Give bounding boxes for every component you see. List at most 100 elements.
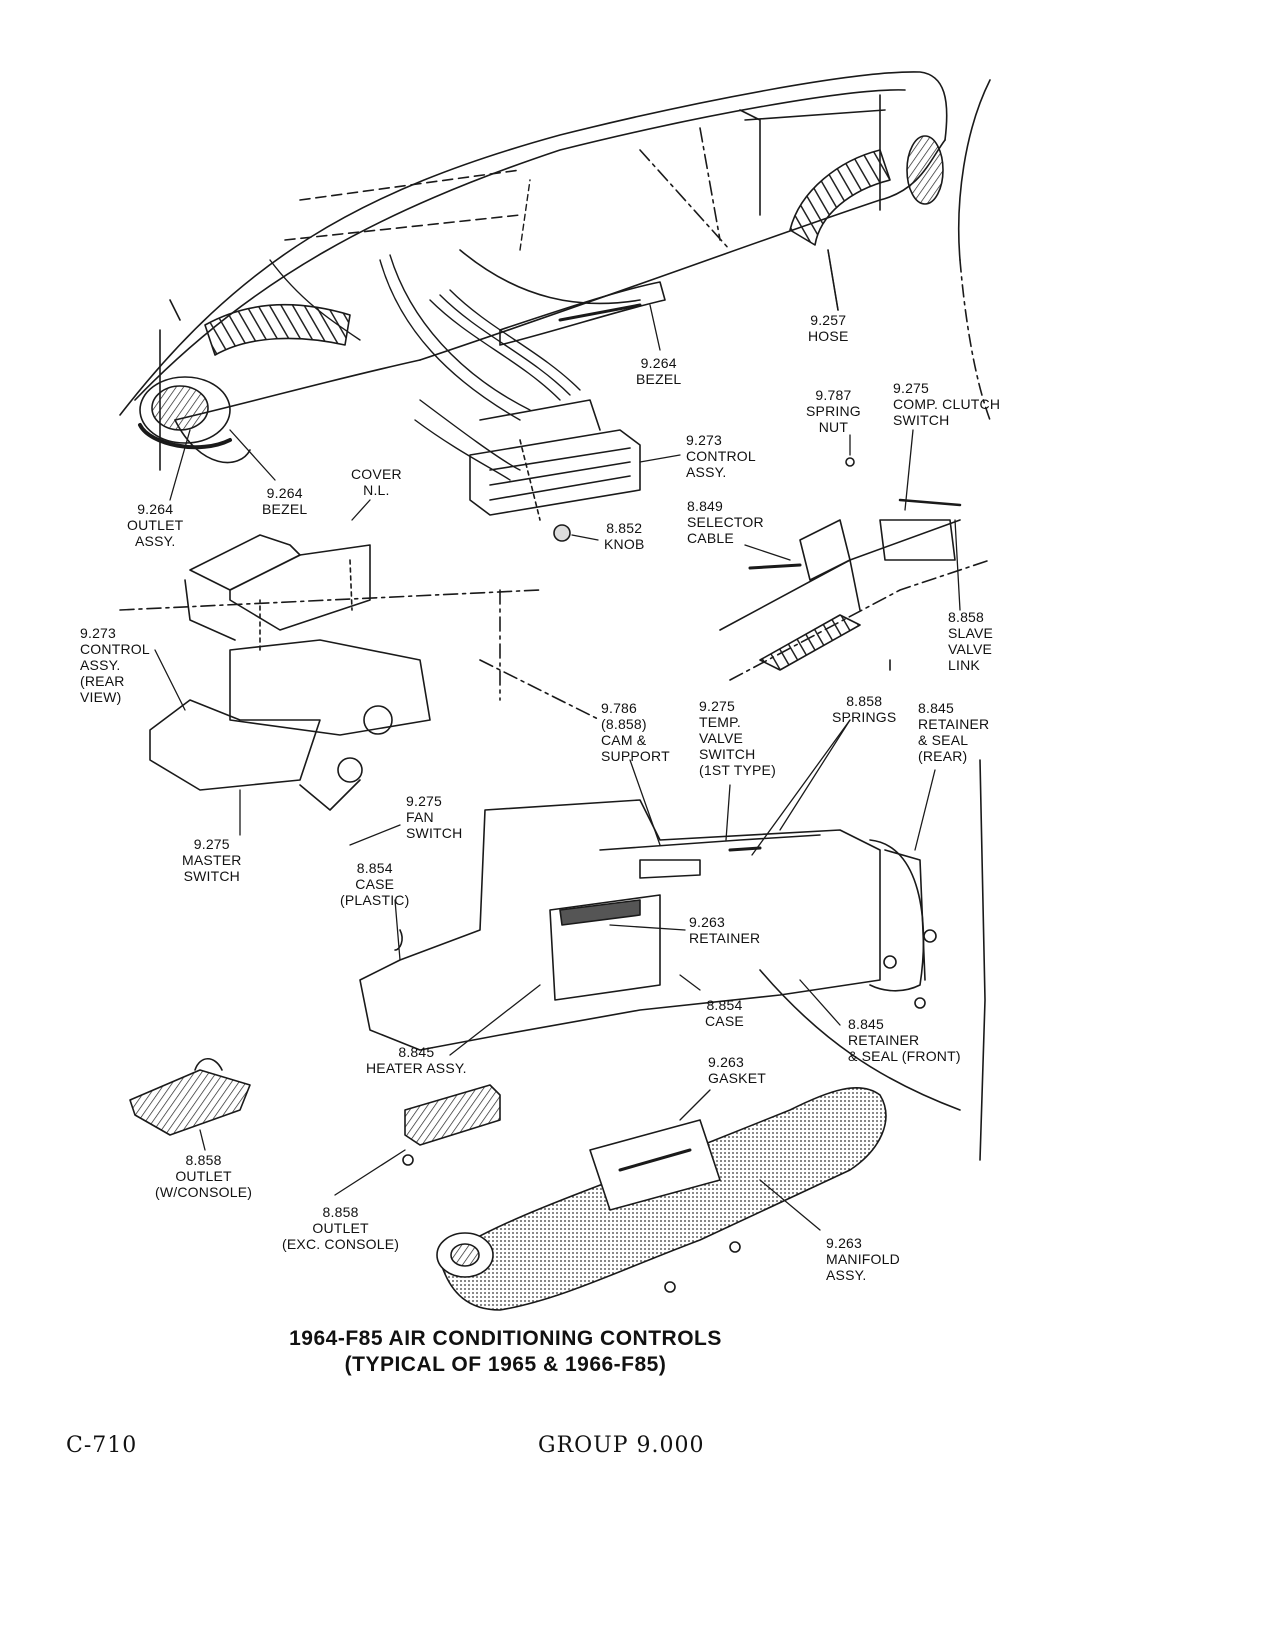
part-name: ASSY. xyxy=(80,657,121,673)
part-name: SPRING xyxy=(806,403,861,419)
part-name: SWITCH xyxy=(406,825,463,841)
part-number: 8.845 xyxy=(398,1044,435,1060)
label-heater-assy: 8.845 HEATER ASSY. xyxy=(366,1044,467,1076)
left-hose xyxy=(138,303,351,450)
label-cam-support: 9.786 (8.858) CAM & SUPPORT xyxy=(601,700,670,764)
part-name: SELECTOR xyxy=(687,514,764,530)
part-name: KNOB xyxy=(604,536,645,552)
part-number: 8.845 xyxy=(918,700,955,716)
part-name: VIEW) xyxy=(80,689,122,705)
part-number: 9.257 xyxy=(810,312,847,328)
part-name: ASSY. xyxy=(686,464,727,480)
part-name: SLAVE xyxy=(948,625,994,641)
label-master-switch: 9.275 MASTER SWITCH xyxy=(182,836,242,884)
part-name: CONTROL xyxy=(80,641,150,657)
part-number: 9.787 xyxy=(815,387,852,403)
part-name: LINK xyxy=(948,657,980,673)
label-bezel-left: 9.264 BEZEL xyxy=(262,485,307,517)
label-hose: 9.257 HOSE xyxy=(808,312,848,344)
part-number: 9.273 xyxy=(686,432,723,448)
page-number: C-710 xyxy=(66,1433,138,1458)
control-assembly-front xyxy=(469,399,641,542)
part-number: 9.264 xyxy=(640,355,677,371)
label-manifold-assy: 9.263 MANIFOLD ASSY. xyxy=(826,1235,900,1283)
part-name: COVER xyxy=(351,466,402,482)
part-name: TEMP. xyxy=(699,714,741,730)
label-gasket: 9.263 GASKET xyxy=(708,1054,766,1086)
part-name: RETAINER xyxy=(689,930,761,946)
part-number: 8.858 xyxy=(185,1152,222,1168)
label-retainer-seal-front: 8.845 RETAINER & SEAL (FRONT) xyxy=(848,1016,961,1064)
label-outlet-exc-console: 8.858 OUTLET (EXC. CONSOLE) xyxy=(282,1204,399,1252)
outlet-console xyxy=(129,1057,251,1136)
wiring-harness xyxy=(269,179,581,481)
figure-title-line2: (TYPICAL OF 1965 & 1966-F85) xyxy=(344,1353,667,1376)
part-name: MANIFOLD xyxy=(826,1251,900,1267)
part-name: CABLE xyxy=(687,530,734,546)
part-name: BEZEL xyxy=(262,501,308,517)
part-name: CAM & xyxy=(601,732,647,748)
part-name: & SEAL (FRONT) xyxy=(848,1048,961,1064)
label-outlet-assy: 9.264 OUTLET ASSY. xyxy=(127,501,183,549)
part-name: (W/CONSOLE) xyxy=(155,1184,253,1200)
label-bezel-top: 9.264 BEZEL xyxy=(636,355,681,387)
part-number: 8.845 xyxy=(848,1016,885,1032)
part-name: FAN xyxy=(406,809,434,825)
part-name: CONTROL xyxy=(686,448,756,464)
part-number: 8.854 xyxy=(706,997,743,1013)
label-retainer-seal-rear: 8.845 RETAINER & SEAL (REAR) xyxy=(918,700,989,764)
part-name: CASE xyxy=(355,876,395,892)
figure-title: 1964-F85 AIR CONDITIONING CONTROLS (TYPI… xyxy=(0,1326,1141,1378)
part-number: 9.275 xyxy=(193,836,230,852)
part-name: VALVE xyxy=(699,730,744,746)
part-name: (PLASTIC) xyxy=(340,892,410,908)
part-name: RETAINER xyxy=(848,1032,920,1048)
label-case: 8.854 CASE xyxy=(705,997,744,1029)
label-spring-nut: 9.787 SPRING NUT xyxy=(806,387,861,435)
part-name: HEATER ASSY. xyxy=(366,1060,467,1076)
label-knob: 8.852 KNOB xyxy=(604,520,644,552)
part-number: 9.263 xyxy=(708,1054,745,1070)
control-assembly-rear xyxy=(119,534,601,811)
part-name: SUPPORT xyxy=(601,748,670,764)
part-number: 9.275 xyxy=(893,380,930,396)
part-name: SWITCH xyxy=(893,412,950,428)
label-comp-clutch-switch: 9.275 COMP. CLUTCH SWITCH xyxy=(893,380,1000,428)
leader-lines xyxy=(154,249,961,1231)
part-name: RETAINER xyxy=(918,716,990,732)
part-name: HOSE xyxy=(808,328,849,344)
part-number: 8.858 xyxy=(948,609,985,625)
part-name: ASSY. xyxy=(135,533,176,549)
part-number: 8.854 xyxy=(356,860,393,876)
label-selector-cable: 8.849 SELECTOR CABLE xyxy=(687,498,764,546)
part-name: NUT xyxy=(818,419,849,435)
label-slave-valve-link: 8.858 SLAVE VALVE LINK xyxy=(948,609,993,673)
label-cover: COVER N.L. xyxy=(351,466,402,498)
part-name: (EXC. CONSOLE) xyxy=(282,1236,400,1252)
label-control-assy-rear: 9.273 CONTROL ASSY. (REAR VIEW) xyxy=(80,625,150,705)
part-name: MASTER xyxy=(182,852,242,868)
part-name: SWITCH xyxy=(699,746,756,762)
part-number: 9.275 xyxy=(406,793,443,809)
part-name: (REAR) xyxy=(918,748,968,764)
outlet-exc-console xyxy=(402,1084,501,1166)
label-outlet-console: 8.858 OUTLET (W/CONSOLE) xyxy=(155,1152,252,1200)
part-name: SWITCH xyxy=(183,868,240,884)
part-number: 8.858 xyxy=(322,1204,359,1220)
right-hose xyxy=(789,135,944,311)
part-number: 8.852 xyxy=(606,520,643,536)
part-name: SPRINGS xyxy=(832,709,897,725)
part-number: 9.263 xyxy=(826,1235,863,1251)
part-name: (8.858) xyxy=(601,716,647,732)
part-number: 8.858 xyxy=(846,693,883,709)
label-case-plastic: 8.854 CASE (PLASTIC) xyxy=(340,860,409,908)
part-name: OUTLET xyxy=(127,517,184,533)
part-number: 8.849 xyxy=(687,498,724,514)
label-fan-switch: 9.275 FAN SWITCH xyxy=(406,793,462,841)
part-name: OUTLET xyxy=(175,1168,232,1184)
part-number: 9.264 xyxy=(137,501,174,517)
part-number: 9.263 xyxy=(689,914,726,930)
part-name: BEZEL xyxy=(636,371,682,387)
part-name: N.L. xyxy=(363,482,390,498)
